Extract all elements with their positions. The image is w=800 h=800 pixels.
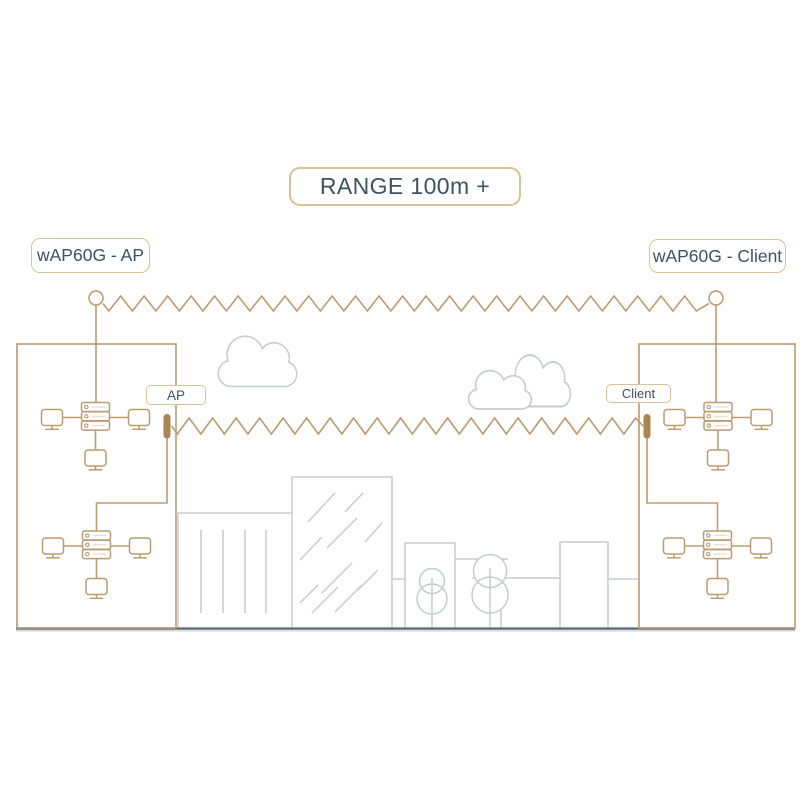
client-role-label: Client bbox=[606, 384, 671, 403]
ap-lan-feed-line bbox=[95, 438, 168, 532]
city-skyline bbox=[177, 335, 639, 628]
ap-antenna-icon bbox=[163, 414, 171, 439]
wap60g-ap-label: wAP60G - AP bbox=[31, 238, 150, 273]
striped-building-icon bbox=[177, 512, 292, 628]
cloud-icon bbox=[217, 335, 298, 388]
ap-node-circle-icon bbox=[88, 290, 104, 306]
range-label: RANGE 100m + bbox=[289, 167, 521, 206]
right-building-outline bbox=[638, 343, 796, 629]
client-antenna-icon bbox=[643, 414, 651, 439]
tree-icon bbox=[471, 553, 509, 628]
mid-signal-zigzag-icon bbox=[170, 416, 644, 436]
wap60g-client-label: wAP60G - Client bbox=[649, 239, 786, 273]
lan-network-group bbox=[43, 531, 151, 598]
client-lan-feed-line bbox=[646, 438, 719, 532]
lan-network-group bbox=[664, 531, 772, 598]
tree-icon bbox=[416, 567, 448, 628]
glass-building-icon bbox=[291, 476, 393, 628]
lan-network-group bbox=[42, 403, 150, 470]
lan-network-group bbox=[664, 403, 772, 470]
top-signal-zigzag-icon bbox=[102, 294, 710, 313]
ap-role-label: AP bbox=[146, 385, 206, 405]
client-node-circle-icon bbox=[708, 290, 724, 306]
